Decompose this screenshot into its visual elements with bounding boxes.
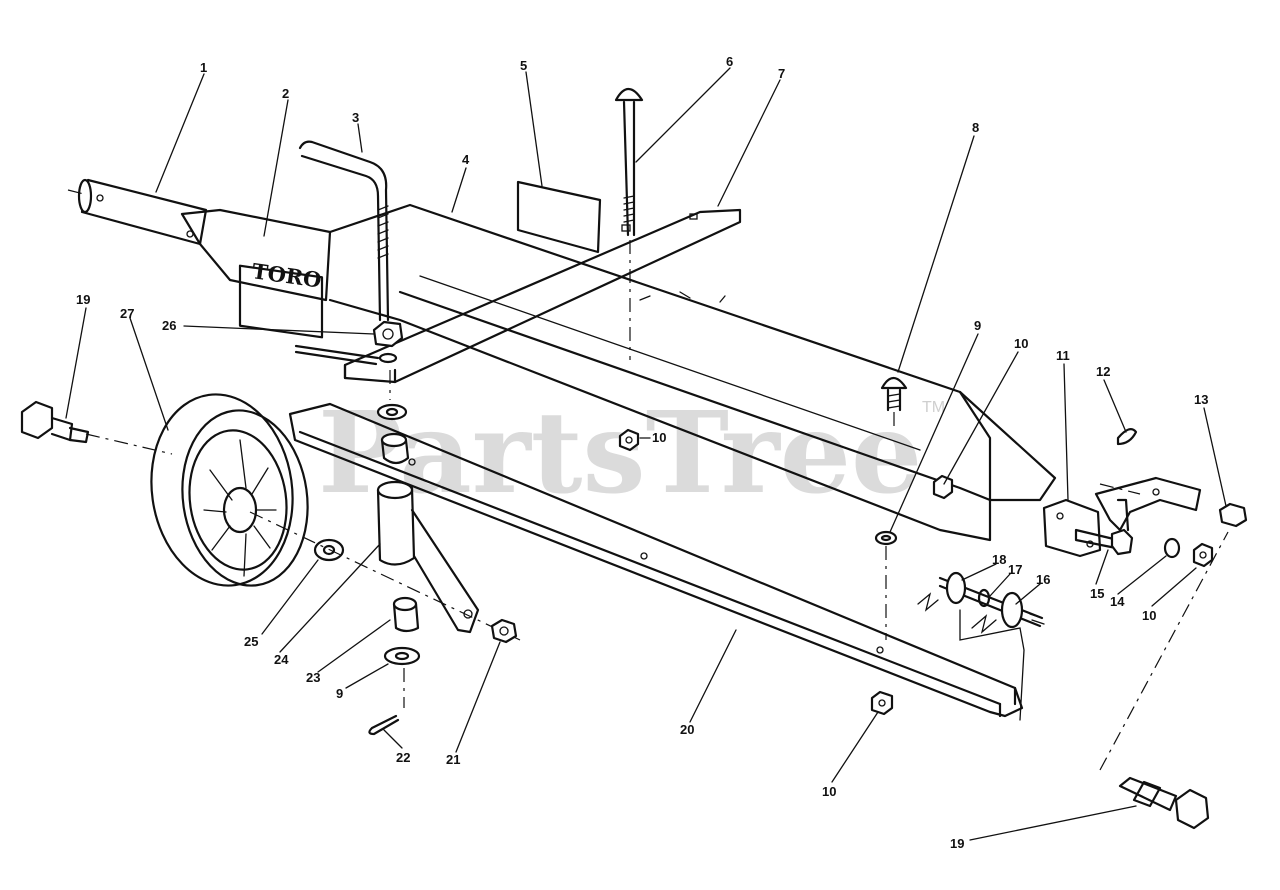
washer-14 [1163,537,1181,559]
threaded-rod [294,344,391,400]
callout-6: 6 [726,54,733,69]
bolt-15 [1074,498,1134,556]
callout-1: 1 [200,60,207,75]
bushing-23 [383,596,421,708]
callout-15: 15 [1090,586,1104,601]
callout-11: 11 [1056,348,1070,363]
callout-7: 7 [778,66,785,81]
shoulder-bolt-19-left [20,400,90,444]
carriage-bolt-6 [614,87,644,360]
nut-10-bottom [870,690,894,716]
plate-5 [516,180,602,254]
callout-9-right: 9 [974,318,981,333]
axle-centerline [249,511,521,641]
side-plate-11 [1042,498,1102,558]
cross-bar [343,208,742,384]
callout-10-far: 10 [1142,608,1156,623]
callout-8: 8 [972,120,979,135]
callout-13: 13 [1194,392,1208,407]
washer-9-right [874,530,898,640]
callout-labels: 1 2 3 4 5 6 7 8 9 10 11 12 13 19 27 26 1… [76,54,1208,851]
carriage-bolt-8 [880,376,908,430]
callout-9-left: 9 [336,686,343,701]
callout-26: 26 [162,318,176,333]
callout-14: 14 [1110,594,1125,609]
lower-channel [288,402,1024,718]
nut-21 [490,618,518,644]
callout-18: 18 [992,552,1006,567]
callout-10-center: 10 [652,430,666,445]
handle-tube [67,178,208,246]
watermark: PartsTree TM [318,388,945,519]
watermark-tm: TM [922,399,945,416]
toro-bracket: TORO [180,208,332,339]
callout-27: 27 [120,306,134,321]
callout-4: 4 [462,152,470,167]
callout-10-bottom: 10 [822,784,836,799]
callout-25: 25 [244,634,258,649]
l-bolt-3 [298,140,390,322]
nut-10-center [618,428,640,452]
nut-10-far [1192,542,1214,568]
callout-12: 12 [1096,364,1110,379]
cotter-pin-22 [368,714,400,736]
callout-5: 5 [520,58,527,73]
upper-channel [328,203,1057,542]
callout-23: 23 [306,670,320,685]
callout-19-right: 19 [950,836,964,851]
callout-2: 2 [282,86,289,101]
spring-assembly [917,571,1045,721]
nut-10-right [932,474,954,500]
bolt-13 [1218,502,1248,528]
nut-26 [372,320,404,364]
bushing-stack [376,403,416,466]
callout-16: 16 [1036,572,1050,587]
callout-20: 20 [680,722,694,737]
callout-3: 3 [352,110,359,125]
callout-22: 22 [396,750,410,765]
latch-bracket [1094,428,1202,532]
callout-21: 21 [446,752,460,767]
callout-19-left: 19 [76,292,90,307]
callout-17: 17 [1008,562,1022,577]
wheel-27 [85,393,309,587]
watermark-text: PartsTree [318,388,922,519]
callout-24: 24 [274,652,289,667]
callout-10-right: 10 [1014,336,1028,351]
leader-lines [65,67,1227,841]
pivot-tube-24 [376,480,480,634]
shoulder-bolt-19-right [1099,531,1229,830]
